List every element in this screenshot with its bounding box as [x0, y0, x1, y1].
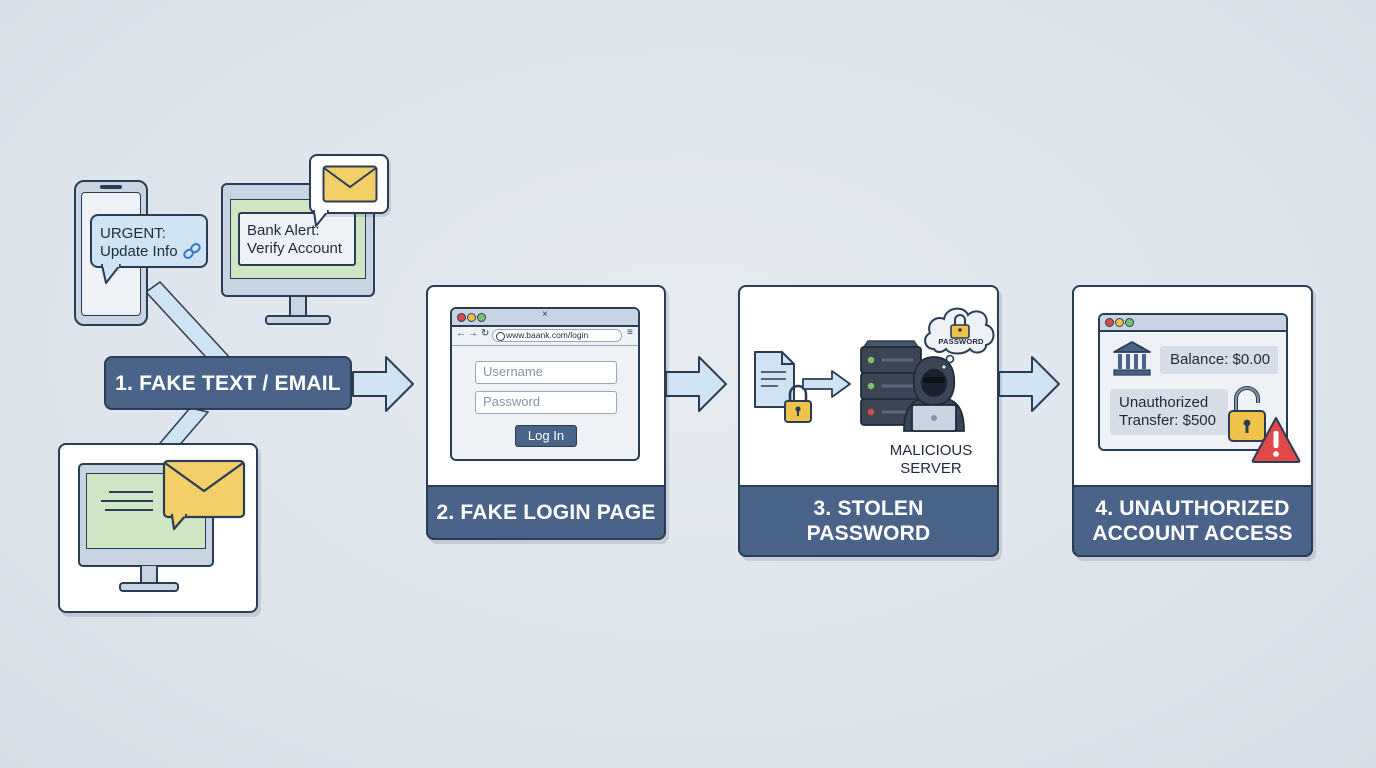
phone-notch — [100, 185, 122, 189]
bank-icon — [1113, 341, 1151, 376]
fake-browser-window: × ← → ↻ www.baank.com/login ≡ Username P… — [450, 307, 640, 461]
envelope-icon — [322, 165, 378, 203]
browser-titlebar: × — [452, 309, 638, 327]
transfer-arrow-icon — [802, 370, 851, 398]
window-close-dot — [1105, 318, 1114, 327]
step1-label: 1. FAKE TEXT / EMAIL — [104, 356, 352, 410]
reload-icon: ↻ — [481, 328, 490, 339]
address-bar: www.baank.com/login — [492, 329, 622, 342]
window-maximize-dot — [477, 313, 486, 322]
back-icon: ← — [456, 328, 466, 339]
login-button[interactable]: Log In — [515, 425, 577, 447]
envelope-bubble-icon — [162, 459, 246, 531]
text-line — [105, 509, 153, 511]
window-minimize-dot — [467, 313, 476, 322]
monitor-stand — [265, 296, 331, 325]
globe-icon — [496, 332, 505, 341]
cloud-password-text: PASSWORD — [938, 337, 984, 346]
step1-email-panel — [58, 443, 258, 613]
step3-label-line-1: 3. STOLEN — [813, 497, 924, 520]
password-cloud-icon — [924, 307, 995, 370]
username-input[interactable]: Username — [475, 361, 617, 384]
step3-panel: PASSWORD MALICIOUS SERVER 3. STOLEN PASS… — [738, 285, 999, 557]
server-label-line-2: SERVER — [900, 460, 962, 477]
url-text: www.baank.com/login — [506, 330, 589, 340]
sms-line-2: Update Info — [100, 243, 178, 260]
transfer-line-2: Transfer: $500 — [1119, 412, 1216, 429]
tab-close-icon: × — [542, 309, 548, 320]
browser-toolbar: ← → ↻ www.baank.com/login ≡ — [452, 327, 638, 346]
text-line — [109, 491, 153, 493]
text-line — [101, 500, 153, 502]
email-alert-line-2: Verify Account — [247, 240, 343, 257]
server-label-line-1: MALICIOUS — [889, 442, 973, 459]
window-maximize-dot — [1125, 318, 1134, 327]
arrow-right-icon — [998, 356, 1060, 412]
arrow-right-icon — [352, 356, 414, 412]
email-alert-box: Bank Alert: Verify Account — [238, 212, 356, 266]
warning-icon — [1251, 417, 1301, 463]
sms-bubble: URGENT: Update Info — [90, 214, 208, 268]
window-minimize-dot — [1115, 318, 1124, 327]
bank-window-titlebar — [1100, 315, 1286, 332]
step2-label: 2. FAKE LOGIN PAGE — [426, 485, 666, 540]
lower-monitor-stand — [119, 565, 179, 592]
transfer-line-1: Unauthorized — [1119, 394, 1209, 411]
step3-label-line-2: PASSWORD — [806, 522, 931, 545]
arrow-right-icon — [665, 356, 727, 412]
menu-icon: ≡ — [627, 327, 633, 338]
balance-text: Balance: $0.00 — [1170, 351, 1271, 368]
bank-account-window: Balance: $0.00 Unauthorized Transfer: $5… — [1098, 313, 1288, 451]
link-icon — [183, 242, 201, 260]
unlocked-padlock-icon — [1228, 386, 1266, 442]
step4-panel: Balance: $0.00 Unauthorized Transfer: $5… — [1072, 285, 1313, 557]
locked-document-icon — [754, 351, 812, 423]
transfer-box: Unauthorized Transfer: $500 — [1110, 389, 1228, 435]
balance-box: Balance: $0.00 — [1160, 346, 1278, 374]
email-alert-line-1: Bank Alert: — [247, 222, 320, 239]
step2-panel: × ← → ↻ www.baank.com/login ≡ Username P… — [426, 285, 666, 540]
step4-label: 4. UNAUTHORIZED ACCOUNT ACCESS — [1072, 485, 1313, 557]
password-input[interactable]: Password — [475, 391, 617, 414]
sms-line-1: URGENT: — [100, 225, 166, 242]
step3-label: 3. STOLEN PASSWORD — [738, 485, 999, 557]
step4-label-line-1: 4. UNAUTHORIZED — [1095, 497, 1290, 520]
sms-bubble-tail — [101, 264, 121, 284]
window-close-dot — [457, 313, 466, 322]
envelope-notification-bubble — [309, 154, 389, 214]
forward-icon: → — [468, 328, 478, 339]
step4-label-line-2: ACCOUNT ACCESS — [1092, 522, 1293, 545]
envelope-bubble-tail — [313, 210, 329, 227]
